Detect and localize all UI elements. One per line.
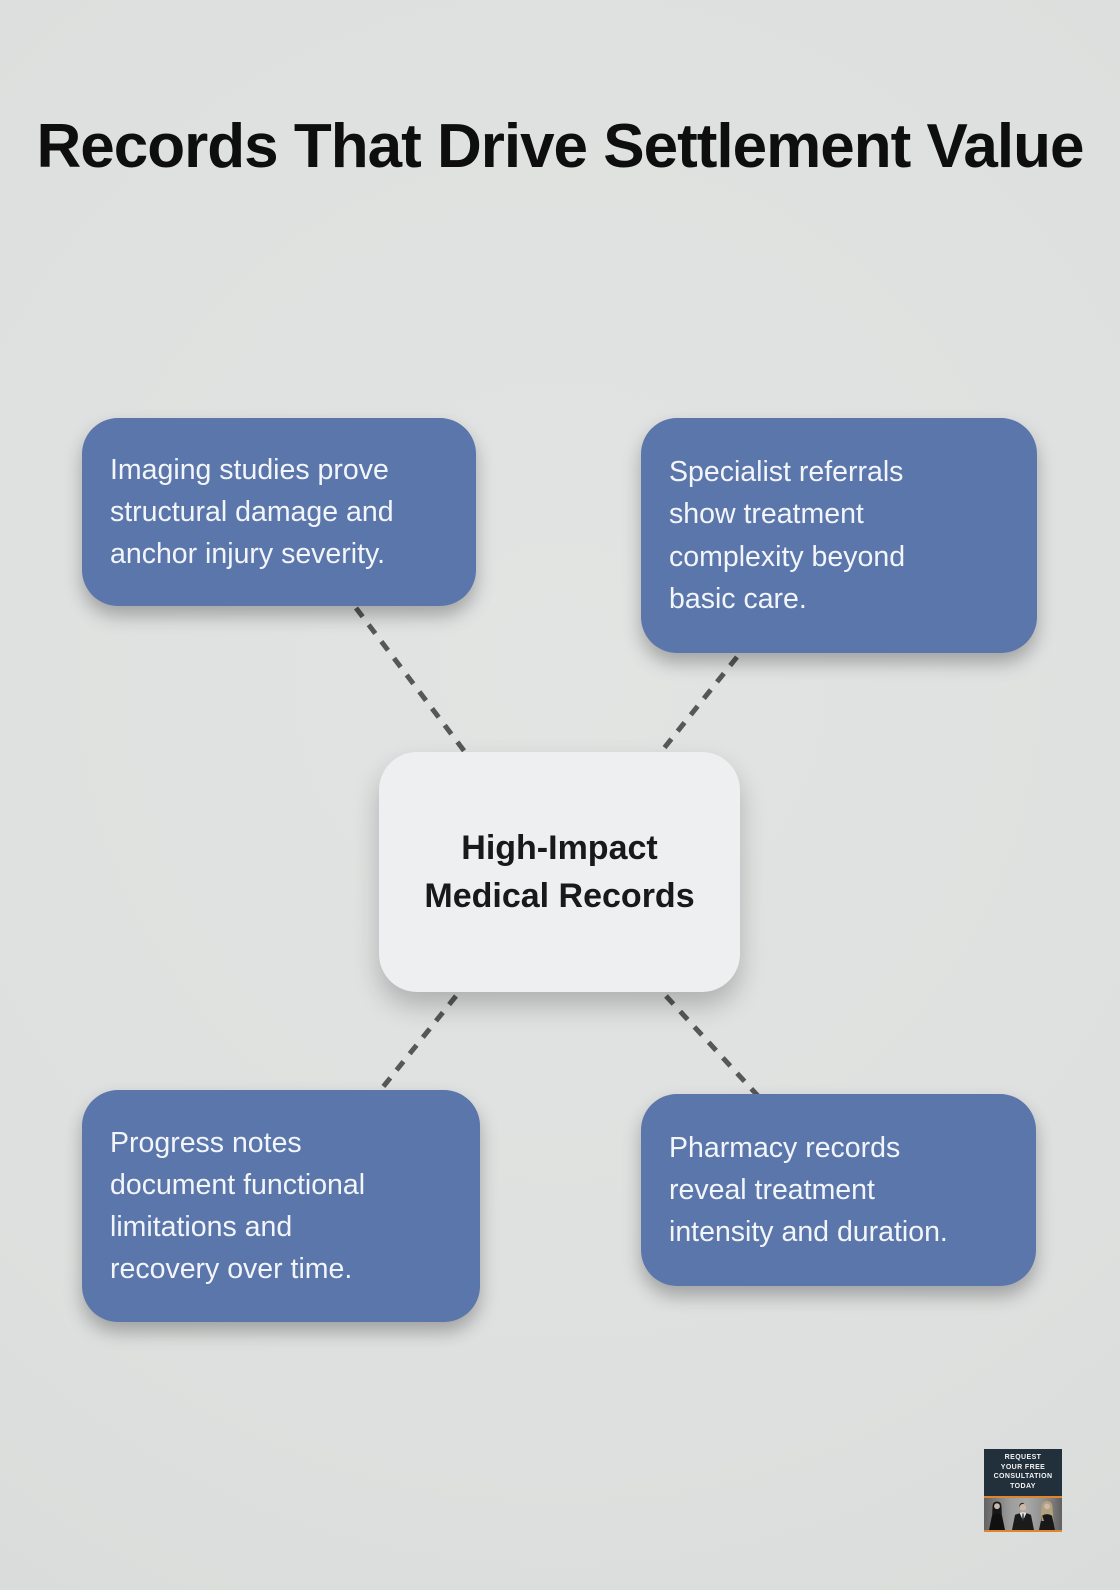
consultation-cta-badge[interactable]: REQUEST YOUR FREE CONSULTATION TODAY — [984, 1449, 1062, 1532]
center-attorney-body — [1012, 1512, 1034, 1530]
node-specialist-referrals-text: Specialist referrals show treatment comp… — [669, 456, 906, 615]
page-title: Records That Drive Settlement Value — [36, 112, 1085, 181]
center-attorney-head — [1019, 1503, 1027, 1511]
node-progress-notes: Progress notes document functional limit… — [82, 1090, 480, 1322]
connector-top-left — [354, 606, 470, 758]
center-node-label: High-Impact Medical Records — [424, 828, 695, 915]
right-attorney-hair-strand — [1041, 1514, 1044, 1521]
connector-bottom-left — [377, 994, 458, 1094]
node-center-high-impact-records: High-Impact Medical Records — [379, 752, 740, 992]
node-progress-notes-text: Progress notes document functional limit… — [110, 1126, 366, 1286]
connector-bottom-right — [664, 994, 760, 1098]
left-attorney-body — [989, 1513, 1005, 1530]
node-pharmacy-records-text: Pharmacy records reveal treatment intens… — [669, 1131, 948, 1249]
node-specialist-referrals: Specialist referrals show treatment comp… — [641, 418, 1037, 653]
orange-divider-bottom — [984, 1529, 1062, 1532]
right-attorney-head — [1044, 1503, 1050, 1509]
node-pharmacy-records: Pharmacy records reveal treatment intens… — [641, 1094, 1036, 1286]
left-attorney-head — [994, 1502, 1000, 1509]
consultation-cta-text: REQUEST YOUR FREE CONSULTATION TODAY — [984, 1449, 1062, 1496]
node-imaging-studies-text: Imaging studies prove structural damage … — [110, 453, 394, 571]
connector-top-right — [659, 655, 739, 754]
orange-divider-top — [984, 1495, 1062, 1498]
attorneys-photo — [984, 1497, 1062, 1530]
node-imaging-studies: Imaging studies prove structural damage … — [82, 418, 476, 606]
center-attorney-tie — [1022, 1513, 1024, 1520]
